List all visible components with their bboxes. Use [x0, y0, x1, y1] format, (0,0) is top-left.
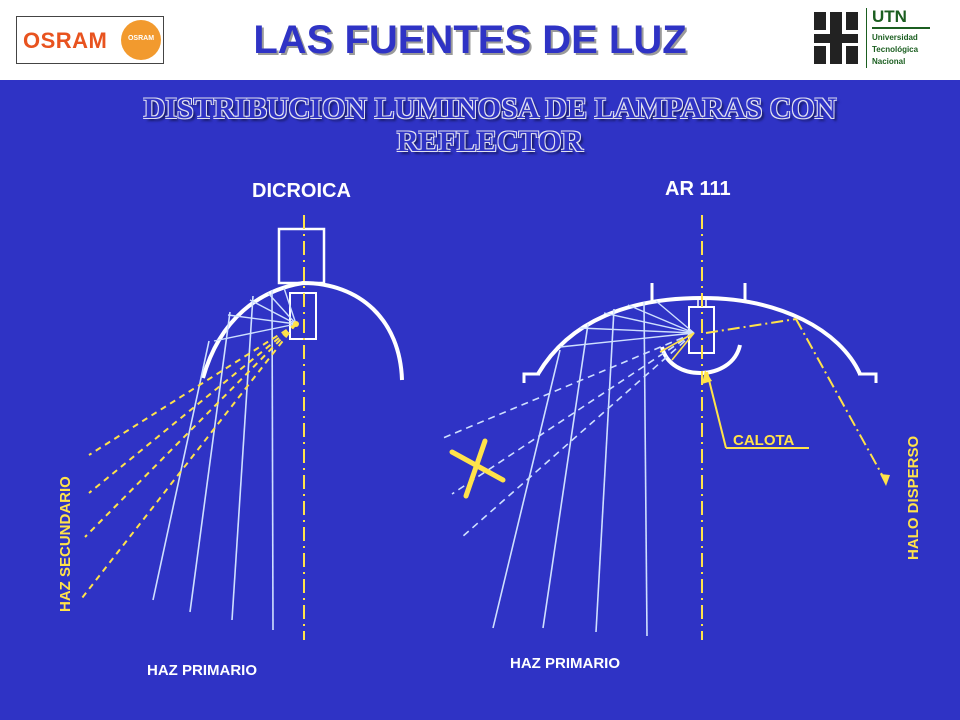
ar111-lamp-diagram [442, 215, 890, 640]
dichroic-reflector [201, 280, 404, 381]
calota-pointer [706, 371, 727, 449]
osram-badge-text: OSRAM [127, 35, 155, 42]
utn-divider [866, 8, 867, 68]
halo-label: HALO DISPERSO [905, 435, 922, 560]
dichroic-title: DICROICA [252, 180, 351, 202]
ar111-rim-left [522, 372, 540, 383]
ar111-blocked-rays [442, 332, 695, 538]
utn-logo: UTN Universidad Tecnológica Nacional [808, 4, 932, 72]
slide-subtitle: DISTRIBUCION LUMINOSA DE LAMPARAS CON RE… [80, 92, 900, 158]
osram-bulb-icon: OSRAM [121, 20, 161, 60]
dichroic-internal-reflections [213, 287, 297, 342]
ar111-halo-ray [705, 318, 887, 483]
ar111-filament-rays [659, 332, 695, 361]
header-bar: OSRAM OSRAM LAS FUENTES DE LUZ UTN Unive… [0, 0, 960, 80]
osram-logo: OSRAM OSRAM [16, 16, 164, 64]
subtitle-line-1: DISTRIBUCION LUMINOSA DE LAMPARAS CON [143, 92, 837, 125]
dichroic-socket [277, 227, 326, 285]
page-title: LAS FUENTES DE LUZ [253, 18, 687, 62]
x-mark-icon [449, 438, 506, 499]
ar111-primary-label: HAZ PRIMARIO [510, 655, 620, 672]
halo-arrow-head [880, 474, 890, 486]
ar111-primary-rays [492, 301, 648, 637]
calota-arrow-head [702, 370, 712, 384]
utn-line-3: Nacional [872, 57, 906, 66]
osram-wordmark: OSRAM [23, 28, 108, 53]
dichroic-secondary-rays [81, 323, 297, 599]
ar111-rim-right [858, 372, 878, 383]
dichroic-focus-point [293, 321, 299, 327]
utn-emblem-icon [810, 8, 862, 68]
utn-line-2: Tecnológica [872, 45, 919, 54]
dichroic-primary-rays [152, 289, 274, 631]
calota-label: CALOTA [733, 432, 795, 449]
utn-rule [872, 27, 930, 29]
utn-line-1: Universidad [872, 33, 918, 42]
dichroic-primary-label: HAZ PRIMARIO [147, 662, 257, 679]
ar111-internal-reflections [559, 300, 695, 348]
secondary-beam-label: HAZ SECUNDARIO [57, 476, 74, 612]
dichroic-lamp-diagram [81, 215, 404, 640]
utn-name: UTN [872, 7, 907, 26]
ar111-title: AR 111 [665, 178, 731, 200]
subtitle-line-2: REFLECTOR [396, 125, 584, 158]
